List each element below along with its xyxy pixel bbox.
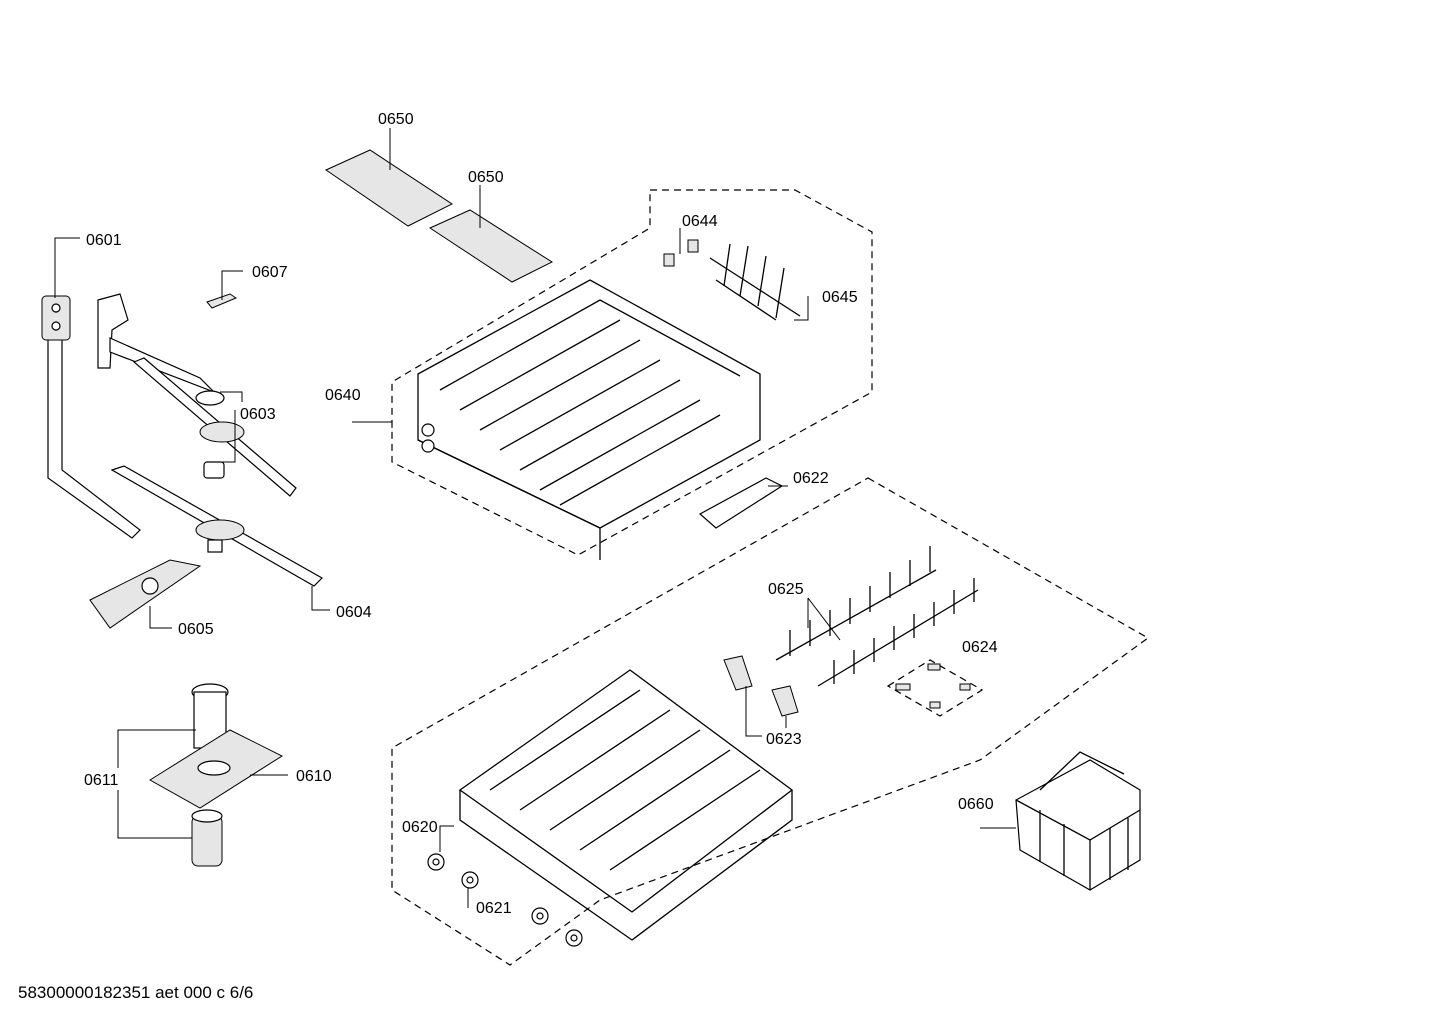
- label-0640: 0640: [325, 387, 361, 404]
- clip-set-part: [886, 659, 984, 717]
- upper-basket-part: [417, 279, 761, 560]
- upper-arm-holder-part: [97, 293, 225, 406]
- leader-lines: [54, 128, 1016, 908]
- cup-shelf-part-1: [324, 149, 453, 227]
- rack-clip-part: [663, 239, 699, 267]
- label-0645: 0645: [822, 289, 858, 306]
- tine-row-part: [775, 546, 979, 687]
- lower-basket-part: [458, 669, 794, 941]
- label-0611: 0611: [84, 772, 119, 789]
- label-0605: 0605: [178, 621, 214, 638]
- supply-pipe-part: [41, 295, 141, 539]
- wheel-part-4: [565, 929, 583, 947]
- cup-shelf-part-2: [428, 209, 554, 283]
- label-0620: 0620: [402, 819, 438, 836]
- label-0625: 0625: [768, 581, 804, 598]
- cover-plate-part: [89, 559, 202, 629]
- label-0601: 0601: [86, 232, 122, 249]
- label-0644: 0644: [682, 213, 718, 230]
- diagram-footer-code: 58300000182351 aet 000 c 6/6: [18, 983, 253, 1002]
- wheel-part-3: [531, 907, 549, 925]
- filter-assembly-part: [149, 683, 284, 867]
- lower-basket-group-outline: [391, 477, 1150, 966]
- lower-spray-arm-part: [110, 465, 323, 587]
- wheel-part-1: [427, 853, 445, 871]
- cutlery-basket-part: [1015, 751, 1141, 891]
- wheel-part-2: [461, 871, 479, 889]
- label-0622: 0622: [793, 470, 829, 487]
- folding-tines-part: [709, 243, 801, 321]
- label-0603: 0603: [240, 406, 276, 423]
- label-0623: 0623: [766, 731, 802, 748]
- label-0621: 0621: [476, 900, 512, 917]
- label-0607: 0607: [252, 264, 288, 281]
- upper-spray-arm-part: [132, 357, 297, 497]
- upper-basket-group-outline: [391, 189, 873, 556]
- label-0624: 0624: [962, 639, 998, 656]
- label-0650-top: 0650: [378, 111, 414, 128]
- label-0610: 0610: [296, 768, 332, 785]
- label-0650-second: 0650: [468, 169, 504, 186]
- label-0660: 0660: [958, 796, 994, 813]
- rail-bearing-part: [723, 655, 799, 717]
- label-0604: 0604: [336, 604, 372, 621]
